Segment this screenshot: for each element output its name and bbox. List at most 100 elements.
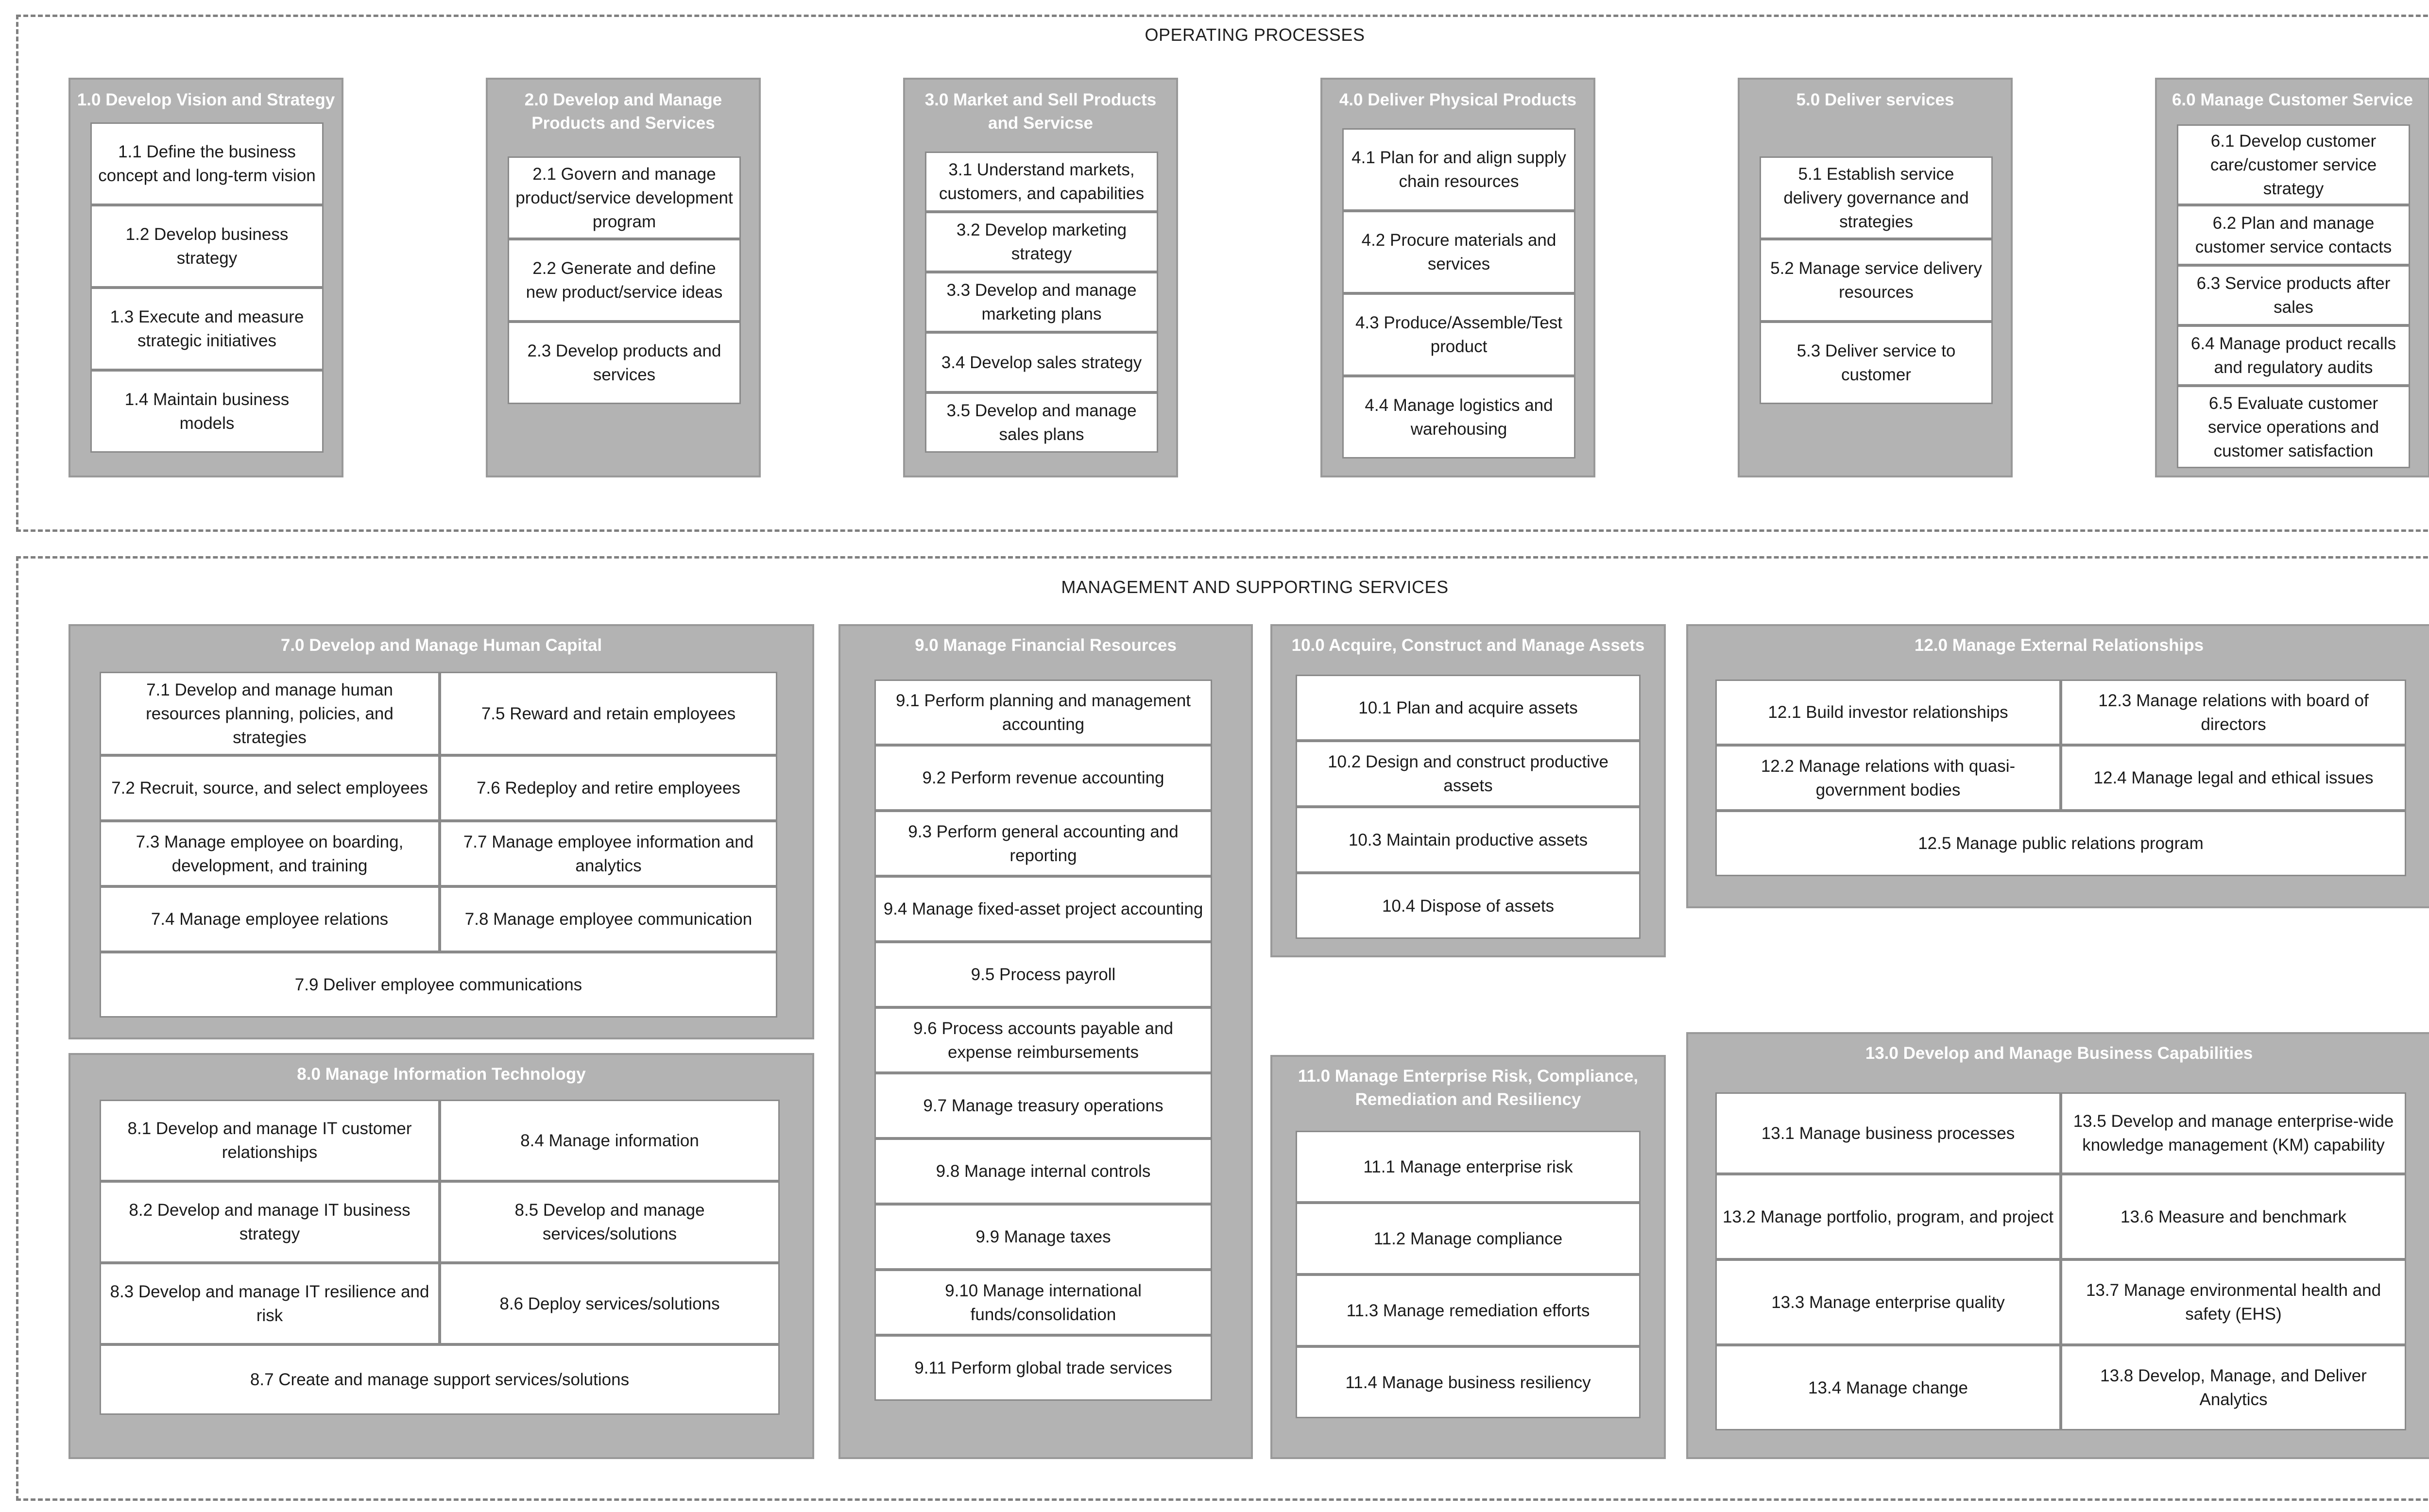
process-5-3: 5.3 Deliver service to customer	[1760, 322, 1993, 404]
process-13-2: 13.2 Manage portfolio, program, and proj…	[1715, 1174, 2061, 1259]
process-3-1: 3.1 Understand markets, customers, and c…	[925, 152, 1158, 212]
process-12-3: 12.3 Manage relations with board of dire…	[2061, 680, 2406, 745]
process-12-4: 12.4 Manage legal and ethical issues	[2061, 745, 2406, 811]
process-7-2: 7.2 Recruit, source, and select employee…	[100, 755, 440, 821]
process-12-2: 12.2 Manage relations with quasi-governm…	[1715, 745, 2061, 811]
process-6-3: 6.3 Service products after sales	[2177, 265, 2410, 325]
group-title: 4.0 Deliver Physical Products	[1339, 90, 1577, 109]
management-supporting-section: MANAGEMENT AND SUPPORTING SERVICES	[16, 556, 2429, 1501]
process-11-2: 11.2 Manage compliance	[1296, 1203, 1641, 1274]
process-7-1: 7.1 Develop and manage human resources p…	[100, 672, 440, 755]
group-title: 1.0 Develop Vision and Strategy	[77, 90, 335, 109]
process-7-6: 7.6 Redeploy and retire employees	[440, 755, 777, 821]
process-7-9: 7.9 Deliver employee communications	[100, 952, 777, 1018]
group-title: 9.0 Manage Financial Resources	[915, 636, 1177, 655]
group-title: 13.0 Develop and Manage Business Capabil…	[1865, 1044, 2253, 1063]
process-8-7: 8.7 Create and manage support services/s…	[100, 1344, 780, 1415]
process-9-5: 9.5 Process payroll	[874, 942, 1212, 1007]
group-title: 7.0 Develop and Manage Human Capital	[280, 636, 602, 655]
process-7-7: 7.7 Manage employee information and anal…	[440, 821, 777, 886]
group-9-financial-resources: 9.0 Manage Financial Resources 9.1 Perfo…	[838, 624, 1253, 1459]
process-8-5: 8.5 Develop and manage services/solution…	[440, 1181, 780, 1263]
process-2-2: 2.2 Generate and define new product/serv…	[508, 239, 741, 322]
process-4-1: 4.1 Plan for and align supply chain reso…	[1342, 128, 1575, 211]
process-9-7: 9.7 Manage treasury operations	[874, 1073, 1212, 1138]
group-10-acquire-construct-assets: 10.0 Acquire, Construct and Manage Asset…	[1270, 624, 1666, 957]
process-9-11: 9.11 Perform global trade services	[874, 1335, 1212, 1401]
process-3-4: 3.4 Develop sales strategy	[925, 332, 1158, 392]
process-4-2: 4.2 Procure materials and services	[1342, 211, 1575, 293]
process-8-3: 8.3 Develop and manage IT resilience and…	[100, 1263, 440, 1344]
group-title: 12.0 Manage External Relationships	[1914, 636, 2204, 655]
process-6-2: 6.2 Plan and manage customer service con…	[2177, 205, 2410, 265]
process-2-1: 2.1 Govern and manage product/service de…	[508, 156, 741, 239]
process-9-6: 9.6 Process accounts payable and expense…	[874, 1007, 1212, 1073]
process-3-5: 3.5 Develop and manage sales plans	[925, 392, 1158, 453]
operating-processes-section: OPERATING PROCESSES	[16, 15, 2429, 532]
process-13-4: 13.4 Manage change	[1715, 1345, 2061, 1430]
group-3-market-and-sell: 3.0 Market and Sell Products and Servics…	[903, 78, 1178, 477]
process-9-1: 9.1 Perform planning and management acco…	[874, 680, 1212, 745]
process-13-1: 13.1 Manage business processes	[1715, 1092, 2061, 1174]
process-1-1: 1.1 Define the business concept and long…	[90, 122, 324, 205]
process-10-2: 10.2 Design and construct productive ass…	[1296, 741, 1641, 807]
process-7-3: 7.3 Manage employee on boarding, develop…	[100, 821, 440, 886]
process-5-2: 5.2 Manage service delivery resources	[1760, 239, 1993, 322]
process-4-4: 4.4 Manage logistics and warehousing	[1342, 376, 1575, 459]
process-13-6: 13.6 Measure and benchmark	[2061, 1174, 2406, 1259]
process-3-2: 3.2 Develop marketing strategy	[925, 212, 1158, 272]
process-11-1: 11.1 Manage enterprise risk	[1296, 1131, 1641, 1203]
process-12-1: 12.1 Build investor relationships	[1715, 680, 2061, 745]
group-7-human-capital: 7.0 Develop and Manage Human Capital 7.1…	[68, 624, 814, 1039]
group-title: 10.0 Acquire, Construct and Manage Asset…	[1291, 636, 1645, 655]
group-4-deliver-physical-products: 4.0 Deliver Physical Products 4.1 Plan f…	[1320, 78, 1595, 477]
group-title: 3.0 Market and Sell Products and Servics…	[924, 90, 1157, 133]
group-6-manage-customer-service: 6.0 Manage Customer Service 6.1 Develop …	[2155, 78, 2429, 477]
process-13-5: 13.5 Develop and manage enterprise-wide …	[2061, 1092, 2406, 1174]
group-title: 6.0 Manage Customer Service	[2172, 90, 2413, 109]
section-title-management: MANAGEMENT AND SUPPORTING SERVICES	[1061, 577, 1449, 597]
process-7-8: 7.8 Manage employee communication	[440, 886, 777, 952]
process-6-1: 6.1 Develop customer care/customer servi…	[2177, 124, 2410, 205]
process-6-5: 6.5 Evaluate customer service operations…	[2177, 386, 2410, 468]
process-8-4: 8.4 Manage information	[440, 1100, 780, 1181]
group-title: 5.0 Deliver services	[1796, 90, 1954, 109]
process-7-5: 7.5 Reward and retain employees	[440, 672, 777, 755]
process-1-3: 1.3 Execute and measure strategic initia…	[90, 288, 324, 370]
process-13-8: 13.8 Develop, Manage, and Deliver Analyt…	[2061, 1345, 2406, 1430]
group-title: 2.0 Develop and Manage Products and Serv…	[524, 90, 722, 133]
group-2-develop-and-manage-products: 2.0 Develop and Manage Products and Serv…	[486, 78, 761, 477]
process-13-7: 13.7 Manage environmental health and saf…	[2061, 1259, 2406, 1345]
process-8-2: 8.2 Develop and manage IT business strat…	[100, 1181, 440, 1263]
group-11-enterprise-risk: 11.0 Manage Enterprise Risk, Compliance,…	[1270, 1055, 1666, 1459]
process-9-10: 9.10 Manage international funds/consolid…	[874, 1270, 1212, 1335]
process-1-4: 1.4 Maintain business models	[90, 370, 324, 453]
process-9-8: 9.8 Manage internal controls	[874, 1138, 1212, 1204]
process-3-3: 3.3 Develop and manage marketing plans	[925, 272, 1158, 332]
process-8-1: 8.1 Develop and manage IT customer relat…	[100, 1100, 440, 1181]
process-6-4: 6.4 Manage product recalls and regulator…	[2177, 325, 2410, 386]
process-12-5: 12.5 Manage public relations program	[1715, 811, 2406, 876]
process-4-3: 4.3 Produce/Assemble/Test product	[1342, 293, 1575, 376]
process-11-4: 11.4 Manage business resiliency	[1296, 1346, 1641, 1418]
process-9-4: 9.4 Manage fixed-asset project accountin…	[874, 876, 1212, 942]
group-12-external-relationships: 12.0 Manage External Relationships 12.1 …	[1686, 624, 2429, 908]
group-5-deliver-services: 5.0 Deliver services 5.1 Establish servi…	[1738, 78, 2013, 477]
process-9-3: 9.3 Perform general accounting and repor…	[874, 811, 1212, 876]
process-10-4: 10.4 Dispose of assets	[1296, 873, 1641, 939]
group-8-information-technology: 8.0 Manage Information Technology 8.1 De…	[68, 1053, 814, 1459]
process-11-3: 11.3 Manage remediation efforts	[1296, 1274, 1641, 1346]
process-9-2: 9.2 Perform revenue accounting	[874, 745, 1212, 811]
process-13-3: 13.3 Manage enterprise quality	[1715, 1259, 2061, 1345]
group-13-business-capabilities: 13.0 Develop and Manage Business Capabil…	[1686, 1032, 2429, 1459]
process-1-2: 1.2 Develop business strategy	[90, 205, 324, 288]
section-title-operating: OPERATING PROCESSES	[1145, 25, 1365, 45]
process-2-3: 2.3 Develop products and services	[508, 322, 741, 404]
group-title: 8.0 Manage Information Technology	[297, 1065, 586, 1084]
group-title: 11.0 Manage Enterprise Risk, Compliance,…	[1298, 1067, 1639, 1109]
process-10-1: 10.1 Plan and acquire assets	[1296, 675, 1641, 741]
process-8-6: 8.6 Deploy services/solutions	[440, 1263, 780, 1344]
process-10-3: 10.3 Maintain productive assets	[1296, 807, 1641, 873]
group-1-develop-vision-and-strategy: 1.0 Develop Vision and Strategy 1.1 Defi…	[68, 78, 343, 477]
process-7-4: 7.4 Manage employee relations	[100, 886, 440, 952]
